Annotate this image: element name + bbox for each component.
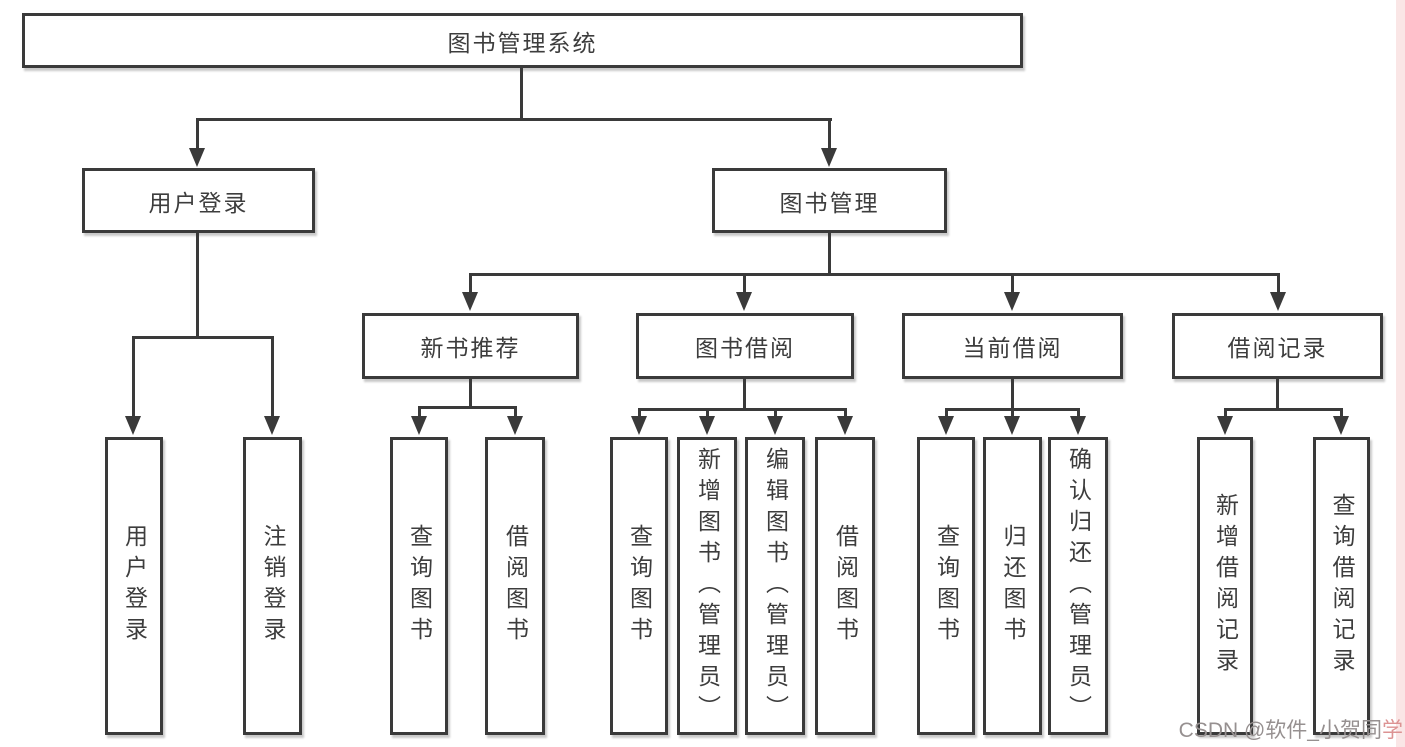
connector-line <box>1340 408 1343 420</box>
connector-line <box>418 406 421 420</box>
connector-line <box>1011 408 1014 420</box>
leaf-query-borrow-record: 查询借阅记录 <box>1313 437 1370 735</box>
connector-line <box>844 408 847 420</box>
node-label: 编辑图书（管理员） <box>762 446 789 726</box>
node-label: 图书借阅 <box>695 335 795 361</box>
node-label: 用户登录 <box>121 524 148 648</box>
watermark-text-accent: 学 <box>1382 719 1403 742</box>
node-label: 归还图书 <box>1000 524 1026 648</box>
leaf-return-books: 归还图书 <box>983 437 1042 735</box>
connector-line <box>743 379 746 408</box>
watermark: CSDN @软件_小贺同学 <box>1179 714 1403 744</box>
leaf-confirm-return-admin: 确认归还（管理员） <box>1048 437 1108 735</box>
arrowhead <box>1217 416 1233 435</box>
node-label: 查询借阅记录 <box>1329 493 1355 679</box>
arrowhead <box>1070 416 1086 435</box>
arrowhead <box>736 292 752 311</box>
arrowhead <box>264 416 280 435</box>
node-user-login: 用户登录 <box>82 168 315 233</box>
node-label: 图书管理 <box>779 189 880 216</box>
node-label: 借阅图书 <box>502 524 529 648</box>
connector-line <box>469 379 472 406</box>
node-current-borrowing: 当前借阅 <box>902 313 1123 379</box>
connector-line <box>828 118 831 151</box>
node-label: 新书推荐 <box>420 335 521 361</box>
leaf-query-books-borrowing: 查询图书 <box>610 437 668 735</box>
connector-line <box>470 273 1280 276</box>
node-new-book-recommend: 新书推荐 <box>362 313 579 379</box>
leaf-add-borrow-record: 新增借阅记录 <box>1197 437 1253 735</box>
connector-line <box>1277 273 1280 295</box>
arrowhead <box>125 416 141 435</box>
leaf-edit-books-admin: 编辑图书（管理员） <box>745 437 805 735</box>
leaf-add-books-admin: 新增图书（管理员） <box>677 437 737 735</box>
connector-line <box>638 408 847 411</box>
arrowhead <box>699 416 715 435</box>
arrowhead <box>1004 292 1020 311</box>
leaf-user-login: 用户登录 <box>105 437 163 735</box>
connector-line <box>1077 408 1080 420</box>
pink-edge-strip <box>1396 0 1405 747</box>
arrowhead <box>837 416 853 435</box>
node-label: 用户登录 <box>148 189 249 216</box>
arrowhead <box>462 292 478 311</box>
connector-line <box>638 408 641 420</box>
arrowhead <box>938 416 954 435</box>
node-label: 图书管理系统 <box>447 29 598 56</box>
arrowhead <box>507 416 523 435</box>
node-label: 借阅图书 <box>832 524 859 648</box>
node-label: 借阅记录 <box>1227 335 1328 361</box>
connector-line <box>945 408 948 420</box>
connector-line <box>197 118 832 121</box>
connector-line <box>1276 379 1279 408</box>
connector-line <box>196 118 199 151</box>
node-label: 确认归还（管理员） <box>1065 446 1092 726</box>
connector-line <box>1224 408 1342 411</box>
connector-line <box>514 406 517 420</box>
node-label: 查询图书 <box>406 524 433 648</box>
node-label: 新增借阅记录 <box>1212 493 1239 679</box>
node-book-management: 图书管理 <box>712 168 947 233</box>
connector-line <box>743 273 746 295</box>
connector-line <box>1224 408 1227 420</box>
connector-line <box>774 408 777 420</box>
arrowhead <box>631 416 647 435</box>
node-label: 新增图书（管理员） <box>694 446 721 726</box>
node-label: 查询图书 <box>933 524 960 648</box>
node-label: 注销登录 <box>260 524 286 648</box>
node-library-system: 图书管理系统 <box>22 13 1023 68</box>
arrowhead <box>1270 292 1286 311</box>
connector-line <box>132 336 135 418</box>
leaf-borrow-books: 借阅图书 <box>815 437 875 735</box>
arrowhead <box>411 416 427 435</box>
node-label: 当前借阅 <box>962 335 1063 361</box>
node-book-borrowing: 图书借阅 <box>636 313 854 379</box>
node-borrowing-records: 借阅记录 <box>1172 313 1383 379</box>
connector-line <box>469 273 472 295</box>
connector-line <box>418 406 517 409</box>
connector-line <box>196 233 199 336</box>
arrowhead <box>1333 416 1349 435</box>
leaf-query-books-recommend: 查询图书 <box>390 437 448 735</box>
arrowhead <box>767 416 783 435</box>
connector-line <box>271 336 274 418</box>
node-label: 查询图书 <box>626 524 653 648</box>
connector-line <box>132 336 274 339</box>
watermark-text: CSDN @软件_小贺同 <box>1178 719 1382 742</box>
connector-line <box>520 68 523 118</box>
leaf-logout: 注销登录 <box>243 437 302 735</box>
connector-line <box>828 233 831 273</box>
arrowhead <box>821 148 837 167</box>
connector-line <box>706 408 709 420</box>
arrowhead <box>1004 416 1020 435</box>
leaf-borrow-books-recommend: 借阅图书 <box>485 437 545 735</box>
arrowhead <box>189 148 205 167</box>
connector-line <box>1011 273 1014 295</box>
connector-line <box>1011 379 1014 408</box>
leaf-query-books-current: 查询图书 <box>917 437 975 735</box>
